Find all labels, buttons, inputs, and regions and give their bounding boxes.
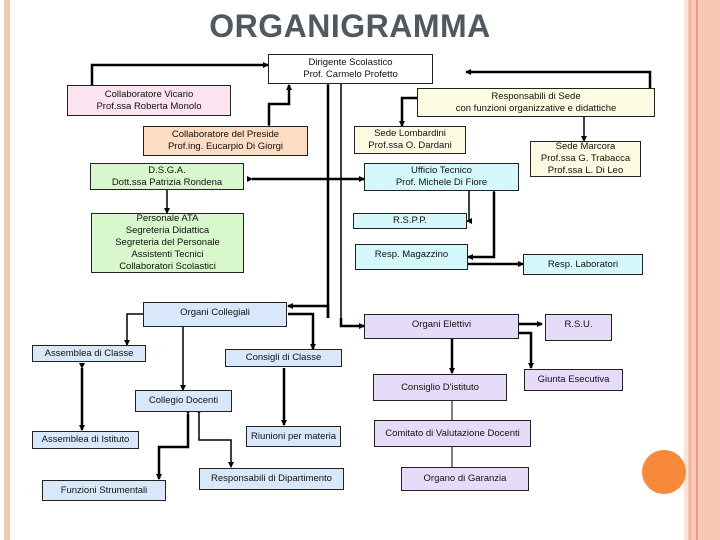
- node-title: Personale ATA: [136, 213, 199, 224]
- node-title: Assemblea di Classe: [44, 347, 134, 359]
- node-line: Collaboratori Scolastici: [119, 261, 216, 272]
- connector: [466, 187, 472, 224]
- node-subtitle: Prof.ssa O. Dardani: [368, 140, 452, 151]
- node-subtitle: Prof. Michele Di Fiore: [395, 177, 488, 188]
- connector: [196, 409, 234, 468]
- node-dsga: D.S.G.A. Dott.ssa Patrizia Rondena: [90, 163, 244, 190]
- node-assemblea-di-istituto: Assemblea di Istituto: [32, 431, 139, 449]
- node-dirigente-scolastico: Dirigente Scolastico Prof. Carmelo Profe…: [268, 54, 433, 84]
- node-title: Sede Lombardini: [374, 128, 446, 139]
- node-line: Segreteria del Personale: [115, 237, 220, 248]
- node-title: R.S.P.P.: [393, 215, 427, 226]
- node-subtitle: con funzioni organizzative e didattiche: [455, 102, 617, 114]
- node-responsabili-di-sede: Responsabili di Sede con funzioni organi…: [417, 88, 655, 117]
- node-organo-di-garanzia: Organo di Garanzia: [401, 467, 529, 491]
- node-title: Responsabili di Dipartimento: [211, 473, 332, 484]
- node-title: Consigli di Classe: [245, 352, 322, 363]
- right-decorative-band: [688, 0, 720, 540]
- node-subtitle: Prof.ssa Roberta Monolo: [96, 100, 202, 112]
- connector: [399, 96, 417, 127]
- node-subtitle: Prof.ssa G. Trabacca: [540, 153, 631, 164]
- node-title: Sede Marcora: [555, 141, 616, 152]
- node-consiglio-istituto: Consiglio D'istituto: [373, 374, 507, 401]
- node-line: Assistenti Tecnici: [131, 249, 204, 260]
- node-title: Assemblea di Istituto: [41, 434, 130, 445]
- node-funzioni-strumentali: Funzioni Strumentali: [42, 480, 166, 501]
- left-decorative-border: [4, 0, 10, 540]
- connector: [89, 62, 269, 90]
- node-organi-collegiali: Organi Collegiali: [143, 302, 287, 327]
- node-line: Segreteria Didattica: [125, 225, 210, 236]
- node-organi-elettivi: Organi Elettivi: [364, 314, 519, 339]
- node-title: Dirigente Scolastico: [308, 57, 393, 68]
- node-sede-marcora: Sede Marcora Prof.ssa G. Trabacca Prof.s…: [530, 141, 641, 177]
- connector: [465, 69, 653, 93]
- node-title: Organi Collegiali: [180, 307, 250, 318]
- node-title: Collaboratore Vicario: [104, 88, 194, 100]
- right-decorative-line: [689, 0, 691, 540]
- node-rspp: R.S.P.P.: [353, 213, 467, 229]
- orange-circle-decoration: [642, 450, 686, 494]
- node-giunta-esecutiva: Giunta Esecutiva: [524, 369, 623, 391]
- node-title: Riunioni per materia: [250, 430, 336, 442]
- node-title: Resp. Magazzino: [374, 249, 449, 260]
- node-title: Organi Elettivi: [411, 319, 472, 330]
- node-responsabili-di-dipartimento: Responsabili di Dipartimento: [199, 468, 344, 490]
- node-rsu: R.S.U.: [545, 314, 612, 341]
- node-resp-magazzino: Resp. Magazzino: [355, 244, 468, 270]
- connector: [339, 318, 365, 329]
- node-title: Organo di Garanzia: [423, 473, 507, 484]
- node-title: Consiglio D'istituto: [401, 381, 479, 393]
- node-collaboratore-preside: Collaboratore del Preside Prof.ing. Euca…: [143, 126, 308, 156]
- node-title: Collegio Docenti: [148, 395, 219, 406]
- node-title: Comitato di Valutazione Docenti: [385, 427, 520, 439]
- node-subtitle: Prof. Carmelo Profetto: [303, 69, 398, 80]
- node-collaboratore-vicario: Collaboratore Vicario Prof.ssa Roberta M…: [67, 85, 231, 116]
- node-riunioni-per-materia: Riunioni per materia: [246, 426, 341, 447]
- page-title: ORGANIGRAMMA: [209, 8, 491, 44]
- node-title: Giunta Esecutiva: [537, 374, 610, 385]
- connector: [287, 303, 330, 318]
- node-ufficio-tecnico: Ufficio Tecnico Prof. Michele Di Fiore: [364, 163, 519, 191]
- node-title: Responsabili di Sede: [491, 90, 581, 102]
- node-resp-laboratori: Resp. Laboratori: [523, 254, 643, 275]
- node-subtitle: Dott.ssa Patrizia Rondena: [111, 176, 223, 188]
- connector: [266, 84, 292, 130]
- node-subtitle: Prof.ing. Eucarpio Di Giorgi: [167, 141, 284, 152]
- node-sede-lombardini: Sede Lombardini Prof.ssa O. Dardani: [354, 126, 466, 154]
- node-title: Collaboratore del Preside: [171, 129, 280, 140]
- node-title: Resp. Laboratori: [547, 258, 619, 270]
- connector: [288, 312, 316, 350]
- node-title: D.S.G.A.: [148, 164, 186, 176]
- connector: [124, 313, 144, 346]
- connector: [518, 331, 534, 369]
- right-decorative-line: [696, 0, 698, 540]
- right-decorative-gap: [684, 0, 688, 540]
- node-subtitle: Prof.ssa L. Di Leo: [547, 165, 624, 176]
- node-title: Funzioni Strumentali: [60, 484, 148, 496]
- node-personale-ata: Personale ATA Segreteria Didattica Segre…: [91, 213, 244, 273]
- node-consigli-di-classe: Consigli di Classe: [225, 349, 342, 367]
- node-title: Ufficio Tecnico: [411, 165, 472, 176]
- node-comitato-valutazione: Comitato di Valutazione Docenti: [374, 420, 531, 447]
- node-collegio-docenti: Collegio Docenti: [135, 390, 232, 412]
- connector: [467, 187, 497, 260]
- connector: [156, 409, 191, 480]
- node-assemblea-di-classe: Assemblea di Classe: [32, 345, 146, 362]
- node-title: R.S.U.: [564, 319, 593, 330]
